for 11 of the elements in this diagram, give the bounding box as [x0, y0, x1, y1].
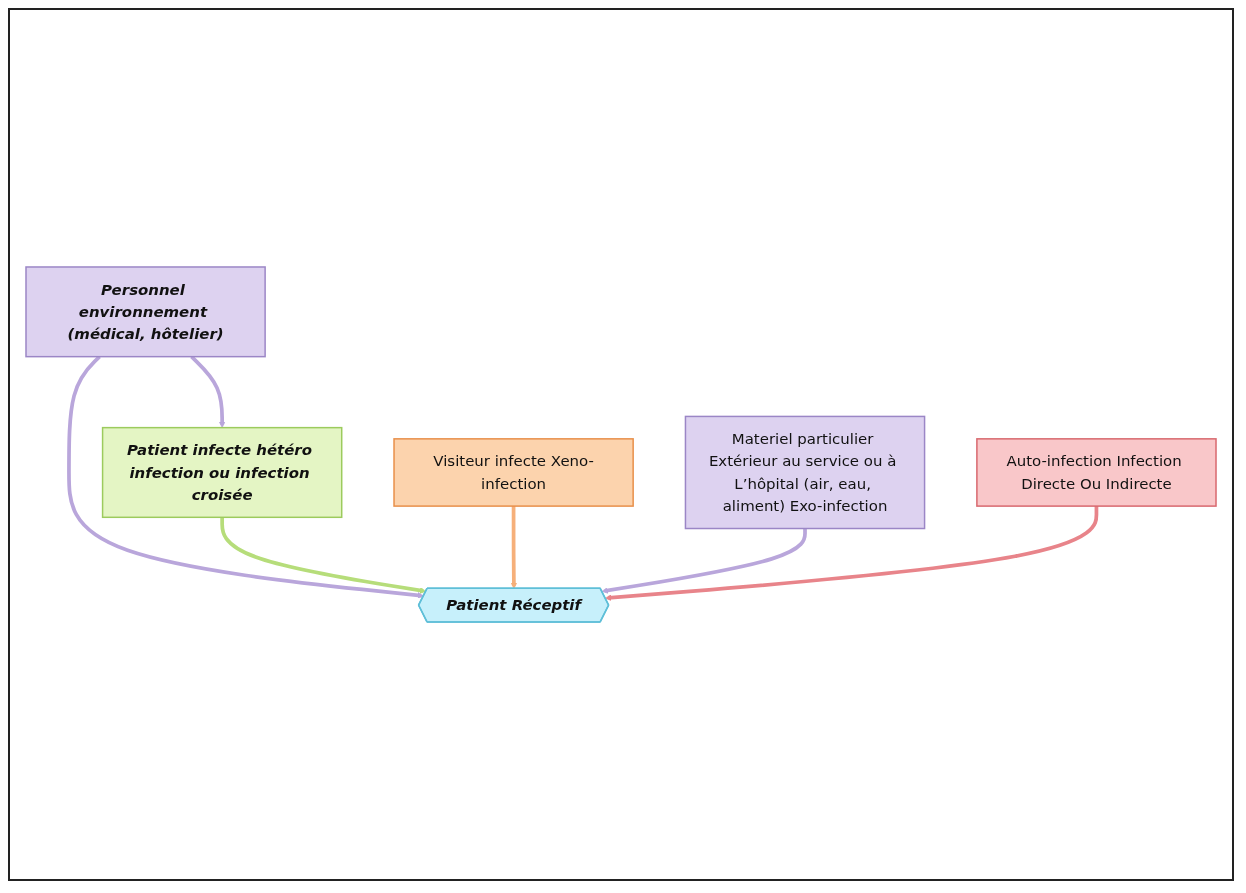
node-box: Personnel environnement (médical, hôtelier)	[25, 266, 266, 358]
arrow	[67, 355, 424, 599]
arrow	[605, 506, 1099, 601]
node-box: Materiel particulier Extérieur au service ou à L’hôpital (air, eau, aliment) Exo-infection	[684, 415, 926, 530]
arrow	[601, 528, 807, 594]
node-box: Auto-infection Infection Directe Ou Indirecte	[976, 438, 1217, 507]
node-box: Patient infecte hétéro infection ou infection croisée	[101, 426, 343, 519]
arrow	[510, 506, 518, 589]
arrow	[220, 517, 427, 594]
arrow	[190, 355, 226, 428]
node-box: Visiteur infecte Xeno-infection	[393, 438, 634, 507]
